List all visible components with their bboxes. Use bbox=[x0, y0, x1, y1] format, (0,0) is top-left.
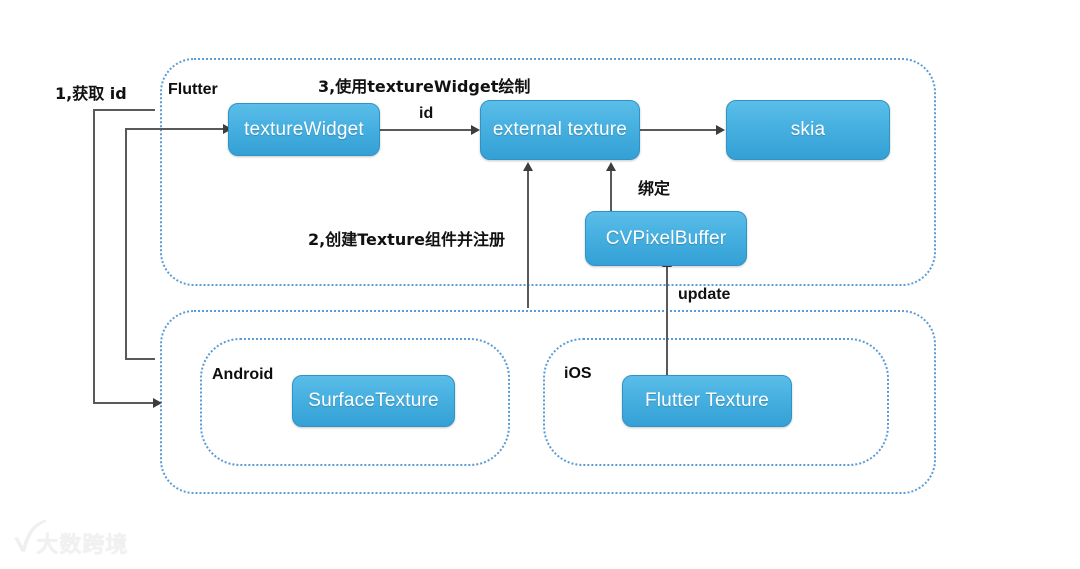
edge-register-arrowhead bbox=[523, 162, 533, 171]
container-flutter bbox=[160, 58, 936, 286]
container-android bbox=[200, 338, 510, 466]
node-external-texture[interactable]: external texture bbox=[480, 100, 640, 160]
edge-step1-top-segment bbox=[93, 109, 155, 111]
edge-texturewidget-to-external bbox=[380, 129, 473, 131]
annotation-update: update bbox=[678, 286, 731, 303]
edge-external-to-skia bbox=[640, 129, 718, 131]
edge-step2-bottom-segment bbox=[125, 358, 155, 360]
annotation-step1: 1,获取 id bbox=[55, 84, 127, 103]
watermark: ꪜ 大数跨境 bbox=[14, 527, 128, 559]
container-ios bbox=[543, 338, 889, 466]
edge-step2-left-segment bbox=[125, 128, 127, 359]
node-external-texture-label: external texture bbox=[492, 119, 628, 140]
edge-bind-vertical bbox=[610, 170, 612, 212]
edge-external-to-skia-arrowhead bbox=[716, 125, 725, 135]
node-surface-texture[interactable]: SurfaceTexture bbox=[292, 375, 455, 427]
watermark-text: 大数跨境 bbox=[36, 533, 129, 558]
node-skia[interactable]: skia bbox=[726, 100, 890, 160]
annotation-step2: 2,创建Texture组件并注册 bbox=[308, 230, 505, 249]
edge-step1-bottom-segment bbox=[93, 402, 156, 404]
node-flutter-texture[interactable]: Flutter Texture bbox=[622, 375, 792, 427]
edge-texturewidget-to-external-arrowhead bbox=[471, 125, 480, 135]
edge-bind-arrowhead bbox=[606, 162, 616, 171]
container-ios-label: iOS bbox=[564, 365, 592, 382]
node-cvpixelbuffer[interactable]: CVPixelBuffer bbox=[585, 211, 747, 266]
annotation-id-edge: id bbox=[419, 105, 434, 122]
edge-update-vertical bbox=[666, 266, 668, 375]
node-flutter-texture-label: Flutter Texture bbox=[644, 390, 770, 411]
node-texture-widget[interactable]: textureWidget bbox=[228, 103, 380, 156]
edge-step2-arrowhead bbox=[223, 124, 232, 134]
annotation-bind: 绑定 bbox=[638, 179, 671, 198]
edge-step1-arrowhead bbox=[153, 398, 162, 408]
container-flutter-label: Flutter bbox=[168, 81, 218, 98]
node-cvpixelbuffer-label: CVPixelBuffer bbox=[605, 227, 727, 249]
container-android-label: Android bbox=[212, 366, 274, 383]
node-texture-widget-label: textureWidget bbox=[244, 118, 364, 140]
node-surface-texture-label: SurfaceTexture bbox=[308, 390, 439, 411]
edge-step1-left-segment bbox=[93, 109, 95, 403]
node-skia-label: skia bbox=[790, 119, 826, 140]
watermark-logo-icon: ꪜ bbox=[14, 528, 31, 557]
edge-step2-top-segment bbox=[125, 128, 229, 130]
edge-register-vertical bbox=[527, 170, 529, 308]
annotation-step3: 3,使用textureWidget绘制 bbox=[318, 77, 531, 96]
